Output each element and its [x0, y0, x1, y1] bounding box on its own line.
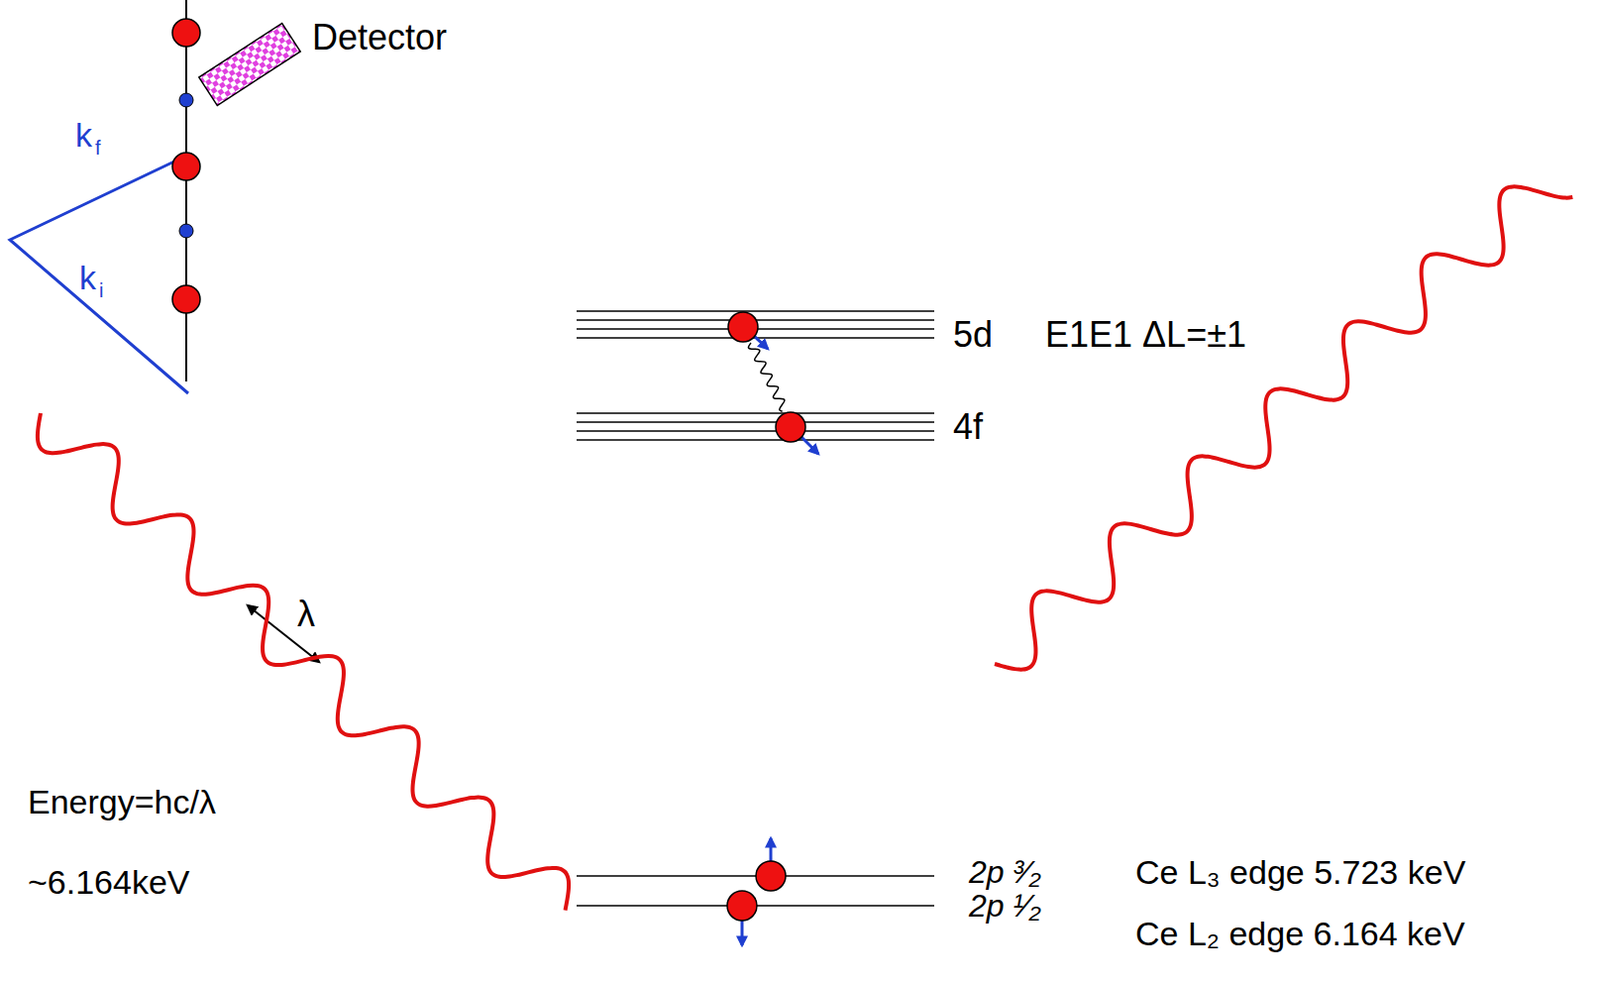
atoms	[172, 18, 201, 314]
small-atoms	[179, 93, 194, 238]
energy-formula: Energy=hc/λ	[27, 784, 216, 819]
virtual-photon	[747, 342, 784, 412]
scattered-photon	[994, 186, 1573, 669]
level-label: 5d	[953, 317, 993, 353]
beam-path	[9, 160, 189, 394]
electrons	[727, 312, 806, 921]
level-label: 2p ¹⁄₂	[968, 889, 1042, 922]
edge-label: Ce L₂ edge 6.164 keV	[1135, 916, 1466, 951]
incident-photon	[37, 413, 569, 911]
wavevector-label: k	[79, 260, 97, 295]
level-label: 2p ³⁄₂	[968, 855, 1042, 888]
detector-symbol	[199, 23, 301, 107]
atom-column	[185, 0, 188, 382]
level-4f	[576, 413, 935, 440]
energy-value: ~6.164keV	[27, 864, 191, 899]
level-label: 4f	[953, 409, 983, 445]
wavelength-label: λ	[297, 596, 316, 633]
transition-label: E1E1 ΔL=±1	[1045, 317, 1247, 353]
spin-arrows	[742, 334, 819, 946]
wavevector-label: k	[75, 117, 93, 152]
wavevector-subscript: f	[95, 137, 102, 158]
edge-label: Ce L₃ edge 5.723 keV	[1135, 854, 1466, 889]
detector-label: Detector	[312, 19, 447, 56]
wavevector-subscript: i	[99, 280, 104, 301]
